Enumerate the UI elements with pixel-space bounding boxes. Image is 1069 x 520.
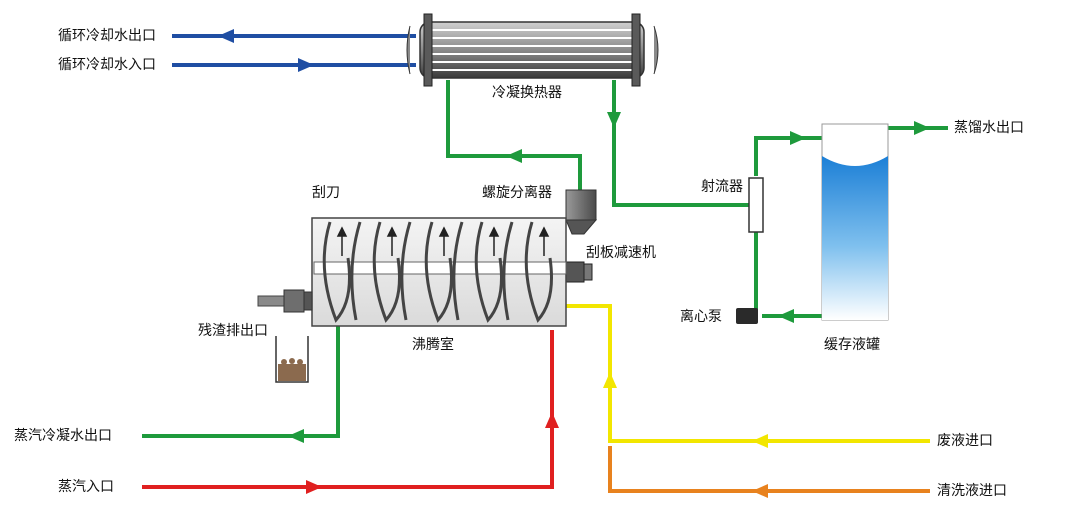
arrow-right-icon bbox=[790, 131, 806, 145]
label-screw-separator: 螺旋分离器 bbox=[482, 185, 552, 201]
label-scraper-blade: 刮刀 bbox=[312, 185, 340, 201]
label-waste-liquid-in: 废液进口 bbox=[937, 433, 993, 449]
centrifugal-pump bbox=[736, 308, 758, 324]
label-boiling-chamber: 沸腾室 bbox=[412, 337, 454, 353]
label-scraper-reducer: 刮板减速机 bbox=[586, 245, 656, 261]
arrow-left-icon bbox=[218, 29, 234, 43]
screw-separator bbox=[565, 189, 598, 235]
arrow-left-icon bbox=[288, 429, 304, 443]
arrow-right-icon bbox=[306, 480, 322, 494]
ejector bbox=[748, 177, 764, 233]
residue-screw-outlet bbox=[257, 289, 313, 313]
green-arrows bbox=[288, 112, 930, 443]
label-steam-in: 蒸汽入口 bbox=[58, 479, 114, 495]
label-ejector: 射流器 bbox=[701, 179, 743, 195]
arrow-left-icon bbox=[752, 434, 768, 448]
cleaning-liquid-line bbox=[608, 446, 930, 498]
buffer-tank bbox=[821, 123, 889, 321]
label-cooling-water-out: 循环冷却水出口 bbox=[58, 28, 156, 44]
boiling-chamber bbox=[311, 217, 567, 327]
arrow-left-icon bbox=[506, 149, 522, 163]
label-condenser: 冷凝换热器 bbox=[492, 85, 562, 101]
condenser-heat-exchanger bbox=[406, 13, 659, 87]
label-centrifugal-pump: 离心泵 bbox=[680, 309, 722, 325]
cooling-water-lines bbox=[172, 29, 416, 72]
label-distilled-water-out: 蒸馏水出口 bbox=[954, 120, 1024, 136]
label-residue-outlet: 残渣排出口 bbox=[198, 323, 268, 339]
label-steam-condensate-out: 蒸汽冷凝水出口 bbox=[14, 428, 112, 444]
scraper-reducer bbox=[565, 261, 593, 283]
waste-liquid-line bbox=[566, 304, 930, 448]
arrow-up-icon bbox=[545, 412, 559, 428]
chamber-arrows bbox=[336, 226, 550, 256]
arrow-left-icon bbox=[778, 309, 794, 323]
label-cooling-water-in: 循环冷却水入口 bbox=[58, 57, 156, 73]
label-cleaning-liquid-in: 清洗液进口 bbox=[937, 483, 1007, 499]
residue-bucket bbox=[275, 336, 309, 383]
scraper-blades bbox=[322, 221, 553, 323]
arrow-up-icon bbox=[603, 372, 617, 388]
label-buffer-tank: 缓存液罐 bbox=[824, 337, 880, 353]
arrow-left-icon bbox=[752, 484, 768, 498]
arrow-right-icon bbox=[298, 58, 314, 72]
steam-line bbox=[142, 330, 559, 494]
arrow-down-icon bbox=[607, 112, 621, 128]
arrow-right-icon bbox=[914, 121, 930, 135]
